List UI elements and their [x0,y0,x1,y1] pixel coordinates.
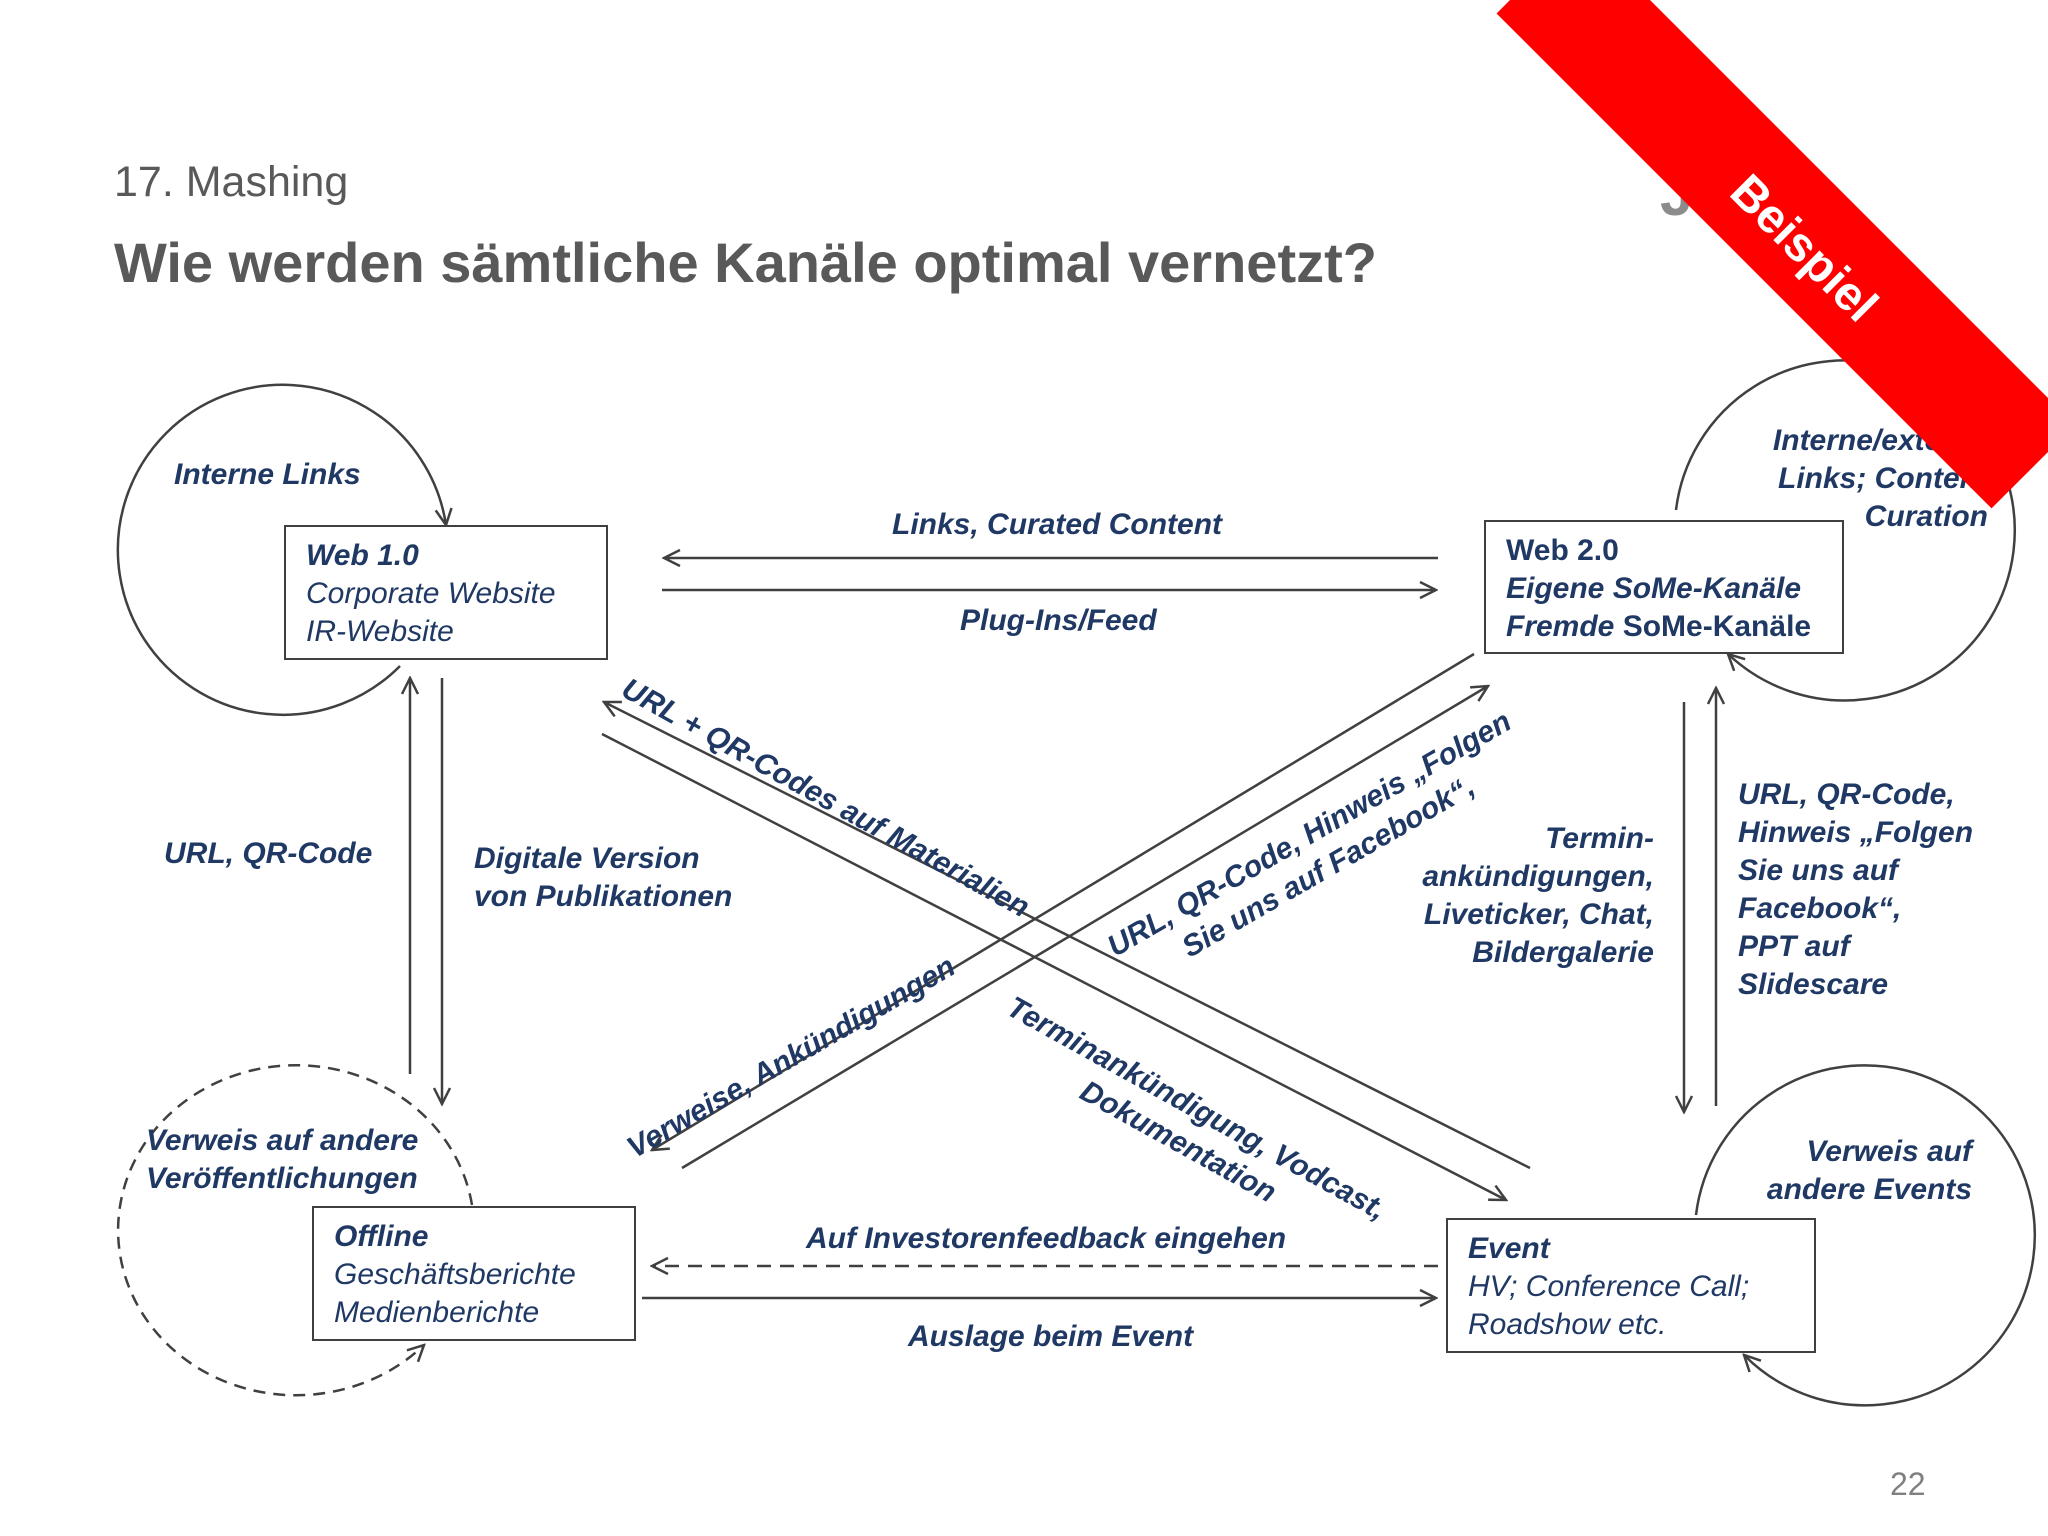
page-title: Wie werden sämtliche Kanäle optimal vern… [114,231,1377,294]
edge-offline-to-web2 [681,686,1488,1170]
node-web1: Web 1.0 Corporate Website IR-Website [284,525,608,660]
node-event-title: Event [1468,1232,1550,1265]
event-loop-label: Verweis auf andere Events [1766,1135,1972,1206]
node-web2-line1: Eigene SoMe-Kanäle [1506,572,1802,605]
node-offline: Offline Geschäftsberichte Medienberichte [312,1206,636,1341]
edge-label-web1-to-web2: Plug-Ins/Feed [960,604,1157,637]
edge-label-web2-to-web1: Links, Curated Content [892,508,1223,541]
node-event-line1: HV; Conference Call; [1468,1270,1750,1303]
web1-loop-label: Interne Links [174,458,361,491]
node-event-line2: Roadshow etc. [1468,1308,1667,1341]
offline-loop-label: Verweis auf andere Veröffentlichungen [146,1124,419,1195]
edge-event-to-web1 [604,702,1531,1170]
event-self-loop [1694,1064,2036,1407]
node-web2-line2: Fremde SoMe-Kanäle [1506,610,1812,643]
edge-label-web2-to-event: Termin- ankündigungen, Liveticker, Chat,… [1422,822,1654,969]
node-web1-line1: Corporate Website [306,577,556,610]
node-web2-title: Web 2.0 [1506,534,1619,567]
page-subtitle: 17. Mashing [114,158,349,206]
edge-label-event-to-web2: URL, QR-Code, Hinweis „Folgen Sie uns au… [1738,778,1974,1001]
edge-web2-to-offline [652,652,1475,1150]
node-offline-line1: Geschäftsberichte [334,1258,576,1291]
edge-label-web1-to-offline: Digitale Version von Publikationen [474,842,733,913]
node-offline-line2: Medienberichte [334,1296,540,1329]
node-web2: Web 2.0 Eigene SoMe-Kanäle Fremde SoMe-K… [1484,520,1844,654]
edge-label-offline-to-web1: URL, QR-Code [164,837,373,870]
edge-label-event-to-offline: Auf Investorenfeedback eingehen [806,1222,1287,1255]
page-number: 22 [1890,1466,1926,1502]
node-offline-title: Offline [334,1220,429,1253]
web1-self-loop [116,383,446,717]
node-web1-title: Web 1.0 [306,539,419,572]
offline-self-loop [116,1064,474,1397]
node-event: Event HV; Conference Call; Roadshow etc. [1446,1218,1816,1353]
edge-web1-to-event [601,732,1506,1200]
node-web1-line2: IR-Website [306,615,454,648]
edge-label-offline-to-event: Auslage beim Event [908,1320,1194,1353]
